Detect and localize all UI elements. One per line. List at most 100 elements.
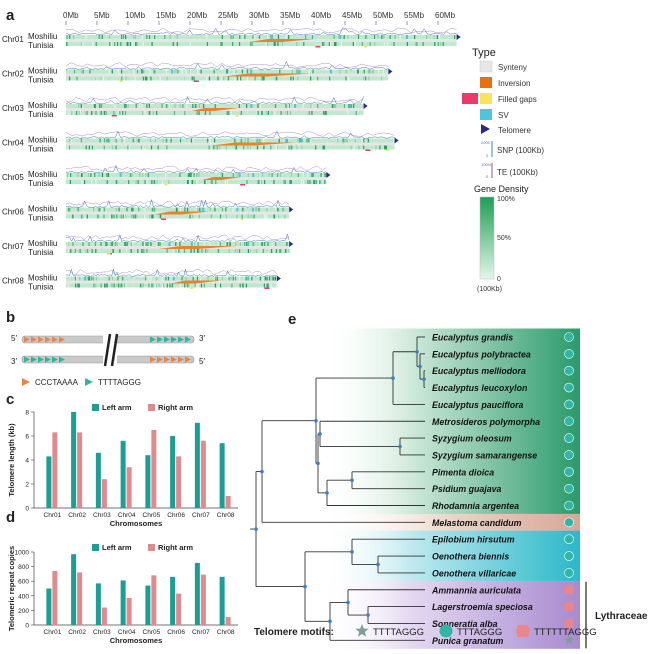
motif-legend-hexagon-icon — [516, 625, 530, 637]
density-stripe-bottom — [209, 111, 211, 115]
density-stripe-top — [245, 207, 247, 212]
density-stripe-bottom — [258, 180, 260, 184]
sv-mark — [256, 138, 259, 143]
sv-mark — [300, 138, 303, 143]
density-stripe-bottom — [127, 111, 129, 115]
density-stripe-bottom — [83, 180, 86, 184]
density-stripe-top — [115, 207, 118, 212]
density-stripe-bottom — [101, 283, 103, 288]
density-stripe-top — [354, 138, 356, 143]
density-stripe-top — [184, 207, 186, 212]
density-stripe-top — [338, 35, 340, 39]
density-stripe-top — [246, 104, 248, 108]
density-stripe-top — [438, 35, 441, 39]
bar-right-arm — [200, 574, 206, 625]
density-stripe-top — [77, 173, 79, 177]
density-stripe-top — [215, 276, 217, 281]
telomere-mark — [289, 241, 294, 247]
snp-track — [65, 130, 395, 139]
repeat-arrow — [178, 336, 184, 343]
motif-circle-icon — [564, 332, 574, 342]
density-stripe-bottom — [113, 283, 115, 288]
density-stripe-bottom — [325, 111, 327, 115]
density-stripe-bottom — [137, 214, 139, 219]
density-stripe-bottom — [301, 145, 303, 150]
sample-bottom-label: Tunisia — [28, 179, 54, 188]
density-stripe-bottom — [246, 76, 248, 81]
density-stripe-top — [277, 207, 279, 212]
density-stripe-top — [111, 242, 113, 246]
density-stripe-bottom — [266, 283, 268, 288]
density-stripe-top — [132, 138, 134, 143]
density-stripe-top — [144, 276, 147, 281]
density-stripe-bottom — [124, 214, 126, 219]
density-stripe-top — [241, 69, 244, 74]
density-stripe-bottom — [162, 283, 164, 288]
density-stripe-top — [69, 35, 71, 39]
density-stripe-top — [114, 173, 116, 177]
density-stripe-bottom — [214, 283, 217, 288]
density-stripe-bottom — [130, 249, 132, 253]
density-stripe-top — [272, 242, 274, 246]
density-stripe-bottom — [120, 283, 122, 288]
chrom-bar-top — [66, 138, 395, 143]
density-stripe-bottom — [183, 249, 186, 253]
density-stripe-top — [122, 242, 124, 246]
density-stripe-bottom — [203, 283, 205, 288]
density-stripe-top — [160, 276, 162, 281]
density-stripe-top — [117, 69, 119, 74]
density-stripe-bottom — [144, 111, 146, 115]
density-stripe-bottom — [101, 76, 103, 81]
mb-tick-label: 35Mb — [280, 11, 301, 20]
density-stripe-bottom — [317, 76, 319, 81]
density-stripe-top — [181, 276, 183, 281]
density-stripe-bottom — [93, 283, 95, 288]
legend-title: Type — [472, 47, 496, 59]
density-stripe-top — [200, 69, 202, 74]
density-stripe-bottom — [112, 249, 114, 253]
motif-legend-label: TTTTTTAGGG — [534, 627, 597, 638]
gap-mark — [264, 287, 270, 289]
density-stripe-bottom — [334, 42, 336, 46]
density-stripe-bottom — [340, 42, 342, 46]
density-stripe-bottom — [250, 42, 252, 46]
density-stripe-top — [103, 207, 105, 212]
chrom-label: Chr02 — [2, 70, 24, 79]
repeat-arrow — [38, 336, 44, 343]
density-stripe-bottom — [270, 249, 273, 253]
inversion-band — [154, 211, 210, 215]
density-stripe-bottom — [70, 249, 72, 253]
repeat-arrow — [178, 356, 184, 363]
mb-tick-label: 45Mb — [342, 11, 363, 20]
density-stripe-top — [333, 69, 335, 74]
density-stripe-top — [288, 104, 290, 108]
density-stripe-bottom — [273, 180, 275, 184]
density-stripe-bottom — [387, 42, 389, 46]
density-stripe-top — [436, 35, 438, 39]
density-stripe-top — [333, 104, 335, 108]
density-stripe-top — [179, 138, 181, 143]
y-tick-label: 2 — [25, 482, 29, 489]
density-stripe-bottom — [178, 249, 180, 253]
density-stripe-bottom — [109, 214, 111, 219]
density-stripe-bottom — [354, 42, 356, 46]
density-stripe-bottom — [267, 42, 269, 46]
density-stripe-top — [162, 138, 164, 143]
density-stripe-top — [192, 104, 194, 108]
density-stripe-top — [193, 173, 195, 177]
density-stripe-top — [79, 276, 81, 281]
break-mark-1 — [103, 333, 112, 367]
density-stripe-bottom — [215, 145, 217, 150]
density-stripe-top — [361, 138, 363, 143]
density-stripe-bottom — [243, 249, 245, 253]
density-stripe-bottom — [229, 145, 231, 150]
density-stripe-top — [189, 69, 192, 74]
density-stripe-top — [143, 104, 145, 108]
sample-top-label: Moshiliu — [28, 170, 57, 179]
density-stripe-bottom — [126, 42, 128, 46]
density-stripe-top — [246, 173, 249, 177]
telomere-mark — [326, 172, 331, 178]
density-stripe-bottom — [144, 180, 146, 184]
density-stripe-top — [358, 69, 360, 74]
density-stripe-top — [229, 242, 232, 246]
